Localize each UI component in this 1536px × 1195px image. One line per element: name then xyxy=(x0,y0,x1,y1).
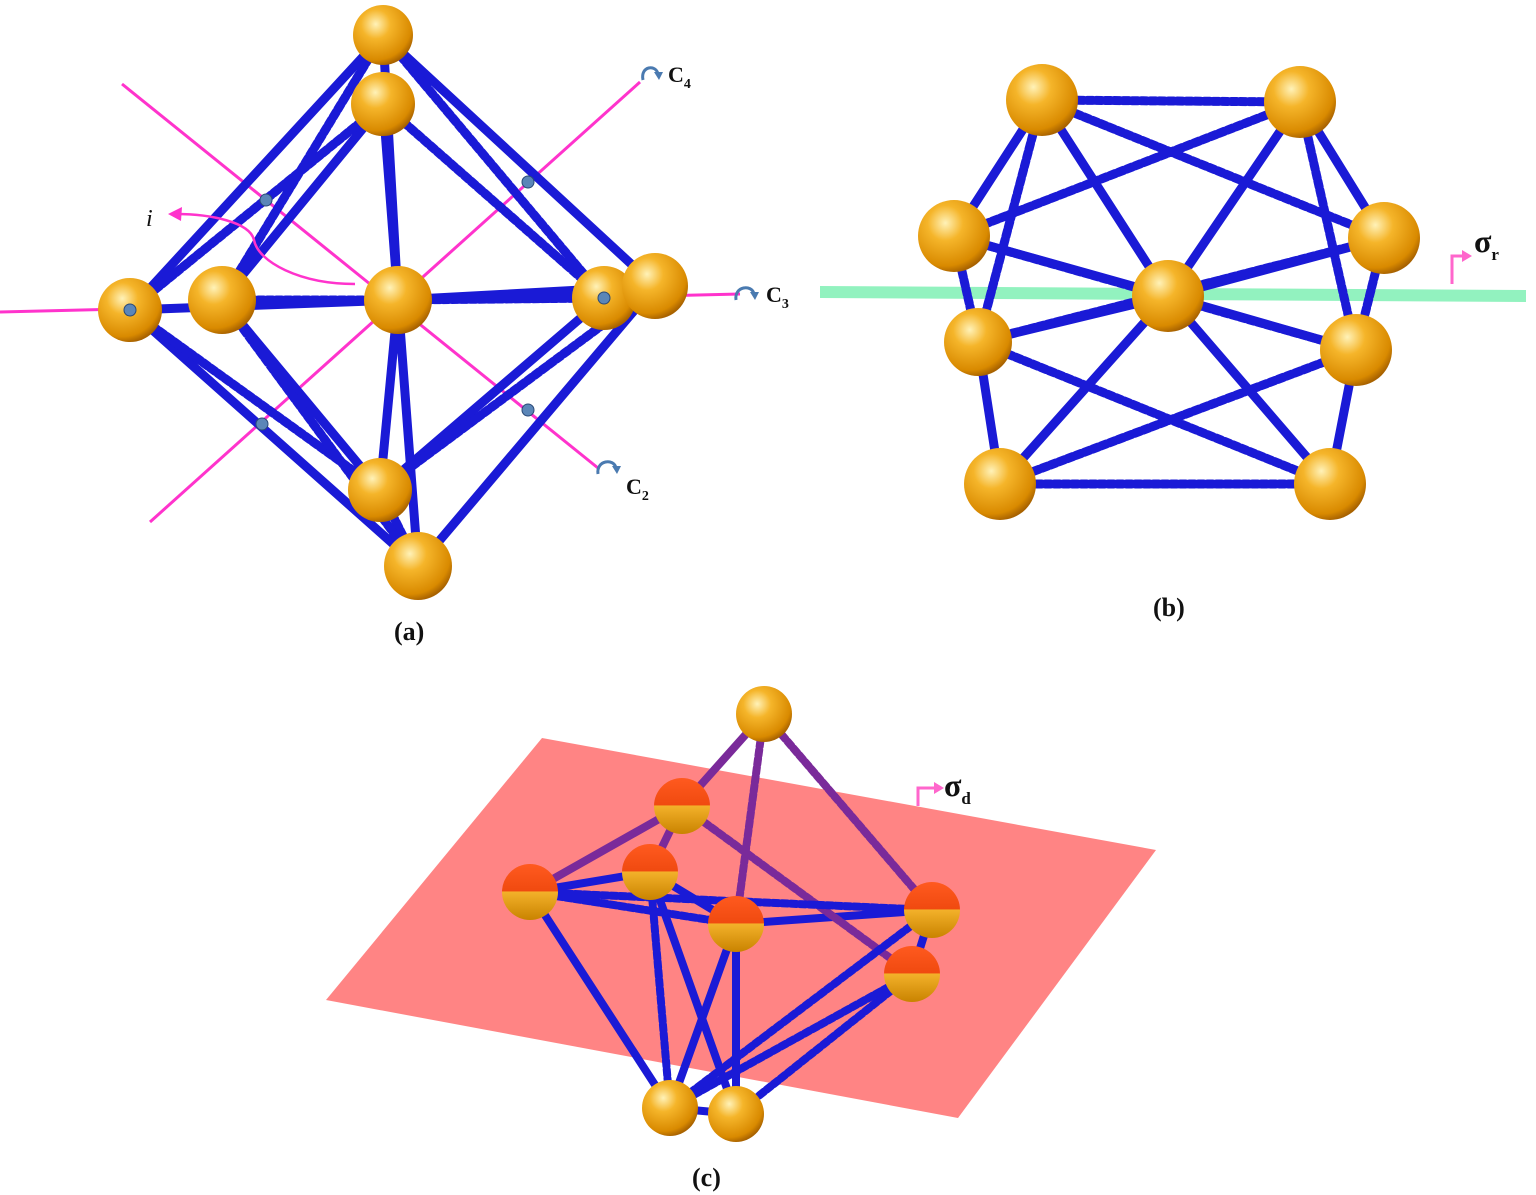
sigma-r-arrow xyxy=(1450,254,1468,284)
atom xyxy=(1294,448,1366,520)
atom xyxy=(188,266,256,334)
atom xyxy=(1264,66,1336,138)
c2-axis-line xyxy=(121,82,599,470)
axis-point xyxy=(255,417,269,431)
bond-dashed xyxy=(1037,95,1389,243)
panel-b-label: (b) xyxy=(1153,593,1185,622)
bond-solid xyxy=(125,30,388,315)
atom-on-plane xyxy=(708,896,764,952)
c3-rotation-icon xyxy=(734,286,756,301)
atom xyxy=(351,72,415,136)
panel-c-atoms xyxy=(502,686,960,1142)
bond-dashed xyxy=(760,710,936,914)
bond-solid xyxy=(526,802,686,896)
bond-dashed xyxy=(678,802,916,978)
bond-solid xyxy=(125,305,423,571)
panel-a-axis-points xyxy=(123,175,611,431)
axis-point xyxy=(123,303,137,317)
bond-dashed xyxy=(217,295,423,571)
atom xyxy=(708,1086,764,1142)
atom-on-plane xyxy=(622,844,678,900)
atom xyxy=(384,532,452,600)
panel-c-bonds xyxy=(526,710,936,1118)
c4-rotation-icon xyxy=(641,66,660,81)
axis-point xyxy=(259,193,273,207)
panel-a-atoms xyxy=(98,5,688,600)
bond-dashed xyxy=(378,99,609,303)
bond-dashed xyxy=(646,868,674,1112)
bond-dashed xyxy=(732,710,768,928)
panel-c-label: (c) xyxy=(692,1163,721,1192)
atom xyxy=(944,308,1012,376)
c2-rotation-icon xyxy=(596,460,618,475)
bond-dashed xyxy=(393,293,609,305)
c4-label: C4 xyxy=(668,62,691,92)
bond-dashed xyxy=(217,30,388,305)
atom xyxy=(622,253,688,319)
bond-dashed xyxy=(949,97,1305,241)
atom xyxy=(918,200,990,272)
atom xyxy=(964,448,1036,520)
inversion-label: i xyxy=(146,206,153,232)
atom xyxy=(736,686,792,742)
bond-solid xyxy=(526,888,674,1112)
bond-dashed xyxy=(526,888,740,928)
bond-dashed xyxy=(732,970,916,1118)
panel-a: i C4 C3 C2 (a) xyxy=(0,5,789,646)
bond-solid xyxy=(217,99,388,305)
bond-dashed xyxy=(995,345,1361,489)
axis-point xyxy=(521,403,535,417)
atom xyxy=(364,266,432,334)
bond-dashed xyxy=(973,95,1047,347)
bond-dashed xyxy=(666,906,936,1112)
atom xyxy=(348,458,412,522)
bond-dashed xyxy=(378,30,609,303)
bond-solid xyxy=(1037,95,1173,301)
bond-solid xyxy=(378,30,660,291)
bond-solid xyxy=(393,295,423,571)
axis-point xyxy=(521,175,535,189)
c3-rotation-arrowhead xyxy=(750,292,759,300)
bond-solid xyxy=(1163,97,1305,301)
atom xyxy=(1132,260,1204,332)
atom-on-plane xyxy=(884,946,940,1002)
panel-a-label: (a) xyxy=(394,617,424,646)
bond-dashed xyxy=(973,337,1335,489)
inversion-arrow xyxy=(175,212,356,286)
sigma-d-arrowhead xyxy=(934,782,944,794)
bond-dashed xyxy=(666,970,916,1112)
atom-on-plane xyxy=(502,864,558,920)
sigma-r-label: σr xyxy=(1474,223,1499,264)
c4-rotation-arrowhead xyxy=(654,72,663,80)
sigma-r-arrowhead xyxy=(1462,250,1472,262)
atom xyxy=(1006,64,1078,136)
c2-label: C2 xyxy=(626,474,649,504)
panel-b-atoms xyxy=(918,64,1420,520)
c3-label: C3 xyxy=(766,282,789,312)
bond-dashed xyxy=(125,99,388,315)
atom xyxy=(642,1080,698,1136)
panel-c: σd (c) xyxy=(326,686,1156,1192)
atom-on-plane xyxy=(654,778,710,834)
axis-point xyxy=(597,291,611,305)
bond-solid xyxy=(995,291,1173,489)
inversion-arrowhead xyxy=(168,207,182,221)
bond-dashed xyxy=(1037,95,1305,107)
sigma-d-arrow xyxy=(916,786,936,806)
atom xyxy=(1348,202,1420,274)
atom xyxy=(1320,314,1392,386)
atom xyxy=(353,5,413,65)
c2-rotation-arrowhead xyxy=(612,466,621,474)
sigma-d-label: σd xyxy=(944,767,971,808)
bond-dashed xyxy=(1295,97,1361,355)
panel-b: σr (b) xyxy=(820,64,1526,622)
bond-solid xyxy=(413,281,660,571)
atom-on-plane xyxy=(904,882,960,938)
